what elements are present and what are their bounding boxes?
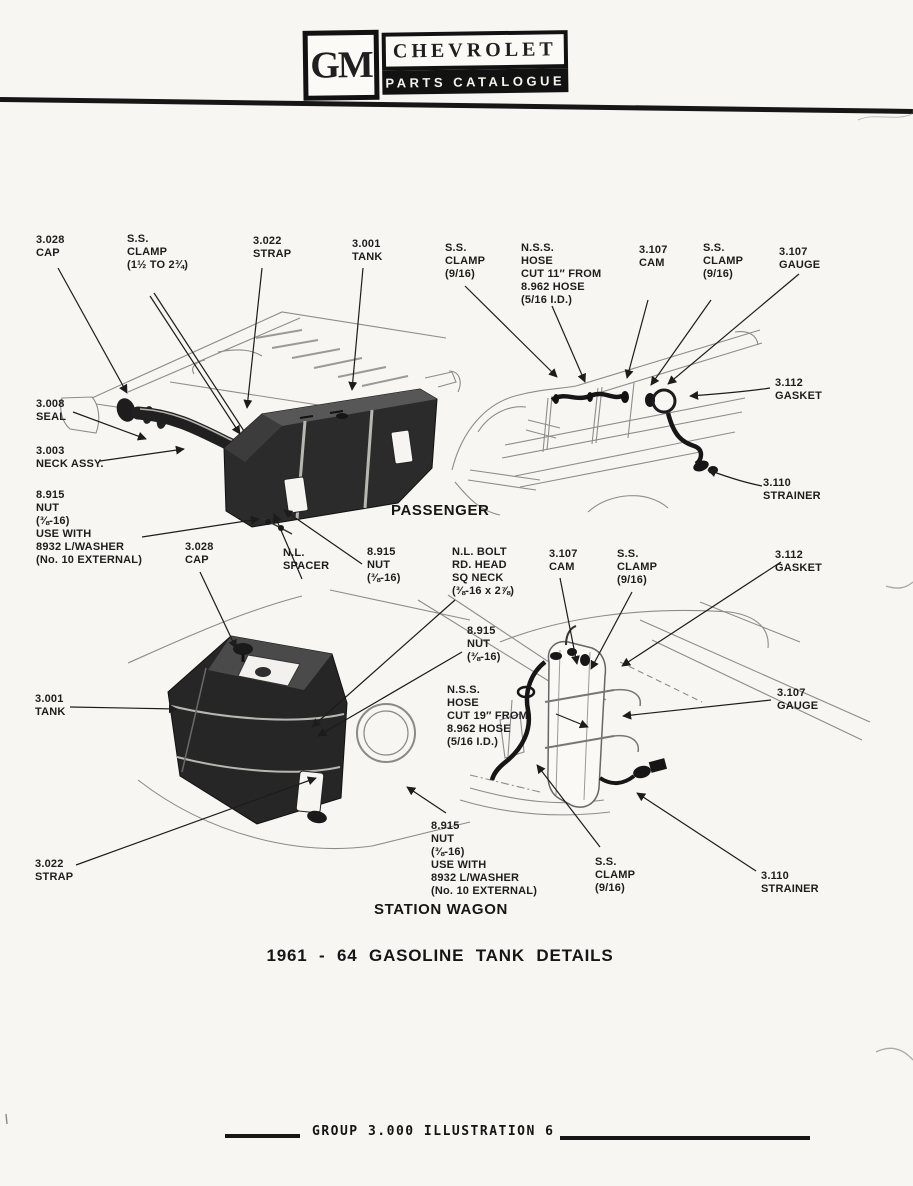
part-label-hose-cut-19: N.S.S. HOSE CUT 19″ FROM 8.962 HOSE (5/1… <box>447 684 529 748</box>
part-label-ss-clamp-wagon-bottom: S.S. CLAMP (9/16) <box>595 856 636 894</box>
part-label-strap-passenger: 3.022 STRAP <box>253 235 292 260</box>
part-label-gauge-wagon: 3.107 GAUGE <box>777 687 819 712</box>
part-label-cam-passenger: 3.107 CAM <box>639 244 668 269</box>
footer-text: GROUP 3.000 ILLUSTRATION 6 <box>312 1124 555 1139</box>
passenger-underbody-drawing <box>451 329 763 516</box>
part-label-nl-bolt: N.L. BOLT RD. HEAD SQ NECK (⅜-16 x 2⅞) <box>452 546 515 597</box>
part-label-cap-passenger: 3.028 CAP <box>36 234 65 259</box>
footer-rule-left <box>225 1134 300 1138</box>
part-label-ss-clamp-pass-left: S.S. CLAMP (9/16) <box>445 242 486 280</box>
part-label-gasket-passenger: 3.112 GASKET <box>775 377 823 402</box>
part-label-tank-passenger: 3.001 TANK <box>352 238 383 263</box>
footer-rule-right <box>560 1136 810 1140</box>
part-label-nut-wagon: 8.915 NUT (⅜-16) <box>467 625 501 663</box>
part-label-ss-clamp-wagon-top: S.S. CLAMP (9/16) <box>617 548 658 586</box>
part-label-gasket-wagon: 3.112 GASKET <box>775 549 823 574</box>
part-label-ss-clamp-filler: S.S. CLAMP (1½ TO 2¾) <box>127 233 189 271</box>
wagon-tank-drawing <box>127 589 607 850</box>
wagon-underbody-drawing <box>459 601 871 816</box>
part-label-strainer-passenger: 3.110 STRAINER <box>763 477 821 502</box>
part-label-nut-wagon-washer: 8.915 NUT (⅜-16) USE WITH 8932 L/WASHER … <box>431 820 538 897</box>
caption-station-wagon: STATION WAGON <box>374 901 508 918</box>
part-label-nl-spacer: N.L. SPACER <box>283 547 330 572</box>
passenger-tank-drawing <box>60 311 461 535</box>
part-label-neck-assy: 3.003 NECK ASSY. <box>36 445 104 470</box>
part-label-tank-wagon: 3.001 TANK <box>35 693 66 718</box>
part-label-cam-wagon: 3.107 CAM <box>549 548 578 573</box>
part-label-cap-wagon: 3.028 CAP <box>185 541 214 566</box>
part-label-nut-spacer: 8.915 NUT (⅜-16) <box>367 546 401 584</box>
part-label-hose-cut-11: N.S.S. HOSE CUT 11″ FROM 8.962 HOSE (5/1… <box>521 242 602 306</box>
part-label-seal: 3.008 SEAL <box>36 398 67 423</box>
leader-lines <box>57 267 800 872</box>
page-curl-marks <box>5 113 913 1125</box>
part-label-ss-clamp-pass-right: S.S. CLAMP (9/16) <box>703 242 744 280</box>
caption-passenger: PASSENGER <box>391 502 490 519</box>
part-label-strap-wagon: 3.022 STRAP <box>35 858 74 883</box>
figure-title: 1961 - 64 GASOLINE TANK DETAILS <box>266 946 614 965</box>
part-label-gauge-passenger: 3.107 GAUGE <box>779 246 821 271</box>
part-label-nut-passenger-washer: 8.915 NUT (⅜-16) USE WITH 8932 L/WASHER … <box>36 489 143 566</box>
part-label-strainer-wagon: 3.110 STRAINER <box>761 870 819 895</box>
